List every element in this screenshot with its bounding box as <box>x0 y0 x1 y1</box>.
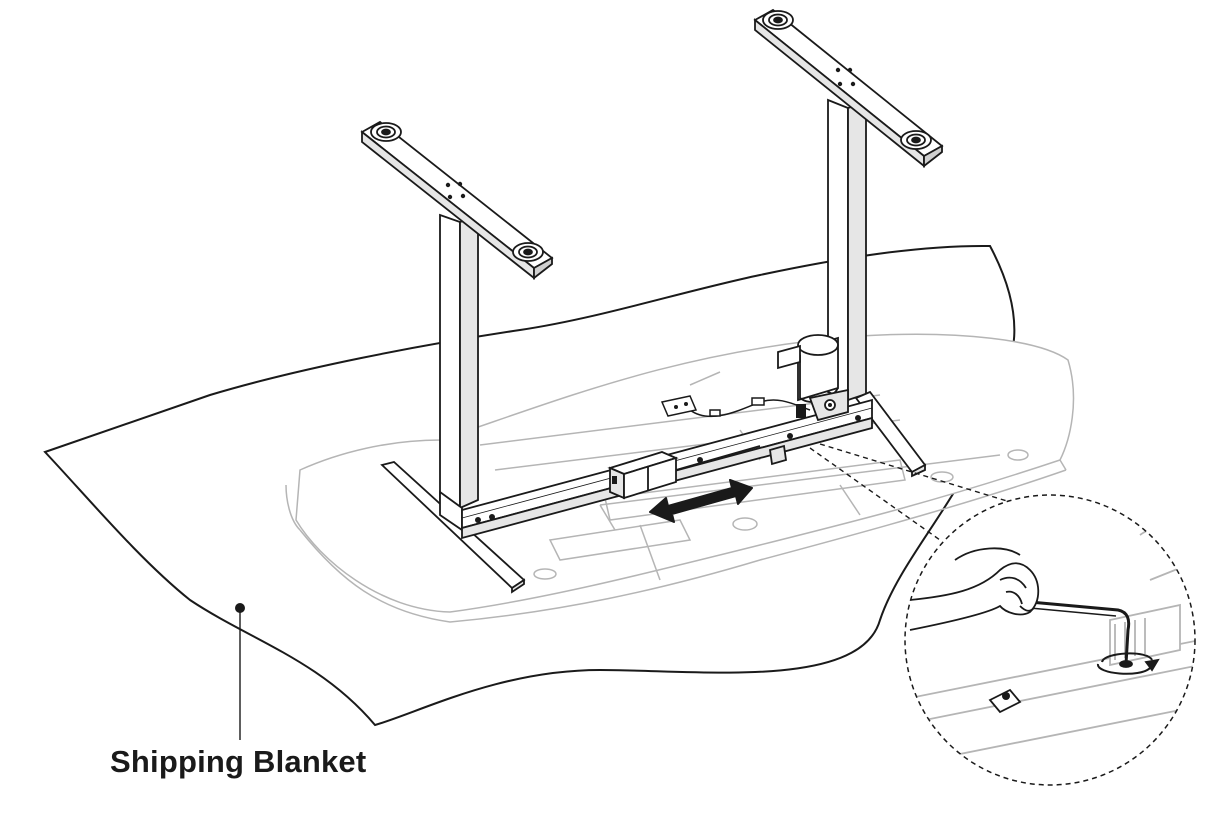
blanket-leader <box>235 603 245 740</box>
right-leg <box>753 8 944 478</box>
detail-magnifier <box>904 494 1196 786</box>
slide-arrow <box>649 479 753 523</box>
callout-lines <box>809 443 1021 541</box>
motor <box>777 334 849 422</box>
control-box <box>607 445 761 500</box>
cable <box>660 395 811 418</box>
left-leg <box>360 120 554 594</box>
shipping-blanket-label: Shipping Blanket <box>110 744 367 779</box>
